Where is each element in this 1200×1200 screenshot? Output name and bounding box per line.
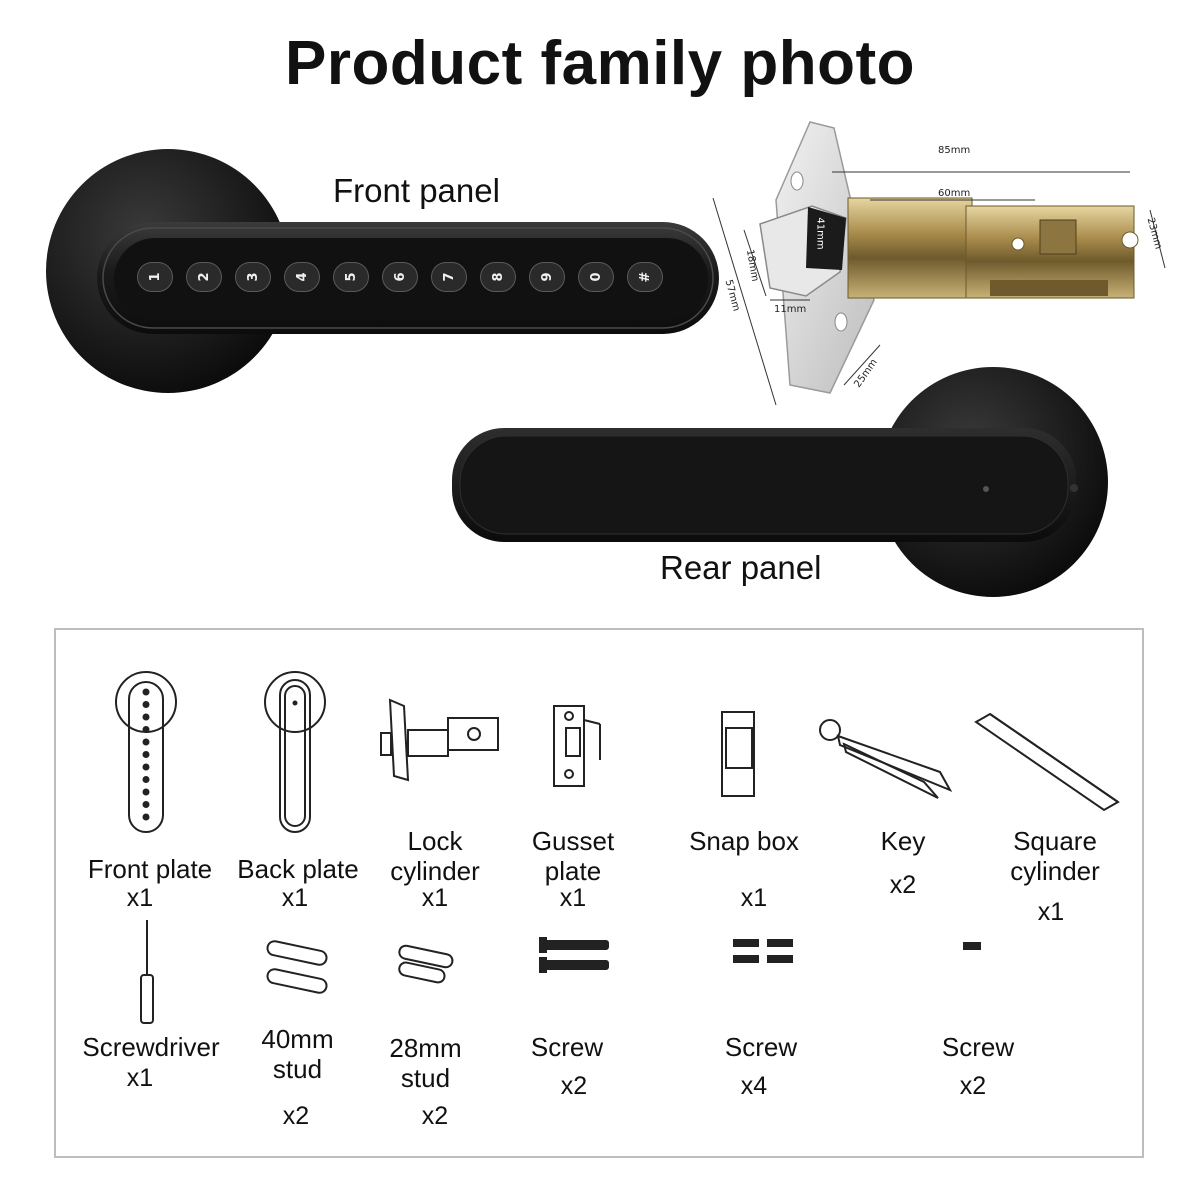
dim-11mm: 11mm <box>774 304 807 315</box>
keypad-key-1[interactable]: 1 <box>137 262 173 292</box>
item-qty-square-cylinder: x1 <box>1037 898 1065 926</box>
item-qty-front-plate: x1 <box>126 884 154 912</box>
item-label-28mm-stud: 28mm stud <box>389 1033 462 1093</box>
item-label-40mm-stud: 40mm stud <box>261 1024 334 1084</box>
item-label-gusset-plate: Gusset plate <box>531 826 615 886</box>
page-title: Product family photo <box>285 29 915 98</box>
dim-85mm: 85mm <box>938 145 971 156</box>
item-label-screw-long: Screw <box>530 1032 604 1062</box>
item-qty-screw-short: x4 <box>740 1072 768 1100</box>
item-label-screwdriver: Screwdriver <box>82 1032 220 1062</box>
item-label-lock-cylinder: Lock cylinder <box>390 826 480 886</box>
item-label-key: Key <box>880 826 926 856</box>
item-qty-snap-box: x1 <box>740 884 768 912</box>
keypad-key-0[interactable]: 0 <box>578 262 614 292</box>
item-qty-lock-cylinder: x1 <box>421 884 449 912</box>
item-qty-40mm-stud: x2 <box>282 1102 310 1130</box>
item-label-snap-box: Snap box <box>689 826 799 856</box>
item-qty-screw-long: x2 <box>560 1072 588 1100</box>
item-label-back-plate: Back plate <box>237 854 359 884</box>
keypad-key-9[interactable]: 9 <box>529 262 565 292</box>
item-qty-gusset-plate: x1 <box>559 884 587 912</box>
item-qty-28mm-stud: x2 <box>421 1102 449 1130</box>
keypad-key-7[interactable]: 7 <box>431 262 467 292</box>
front-panel-label: Front panel <box>333 172 500 209</box>
keypad-key-8[interactable]: 8 <box>480 262 516 292</box>
item-label-square-cylinder: Square cylinder <box>1010 826 1100 886</box>
keypad-key-2[interactable]: 2 <box>186 262 222 292</box>
item-qty-key: x2 <box>889 871 917 899</box>
keypad-key-3[interactable]: 3 <box>235 262 271 292</box>
dim-23mm: 23mm <box>1144 216 1164 251</box>
rear-panel-label: Rear panel <box>660 549 822 586</box>
item-label-screw-short: Screw <box>724 1032 798 1062</box>
keypad-key-6[interactable]: 6 <box>382 262 418 292</box>
keypad-key-5[interactable]: 5 <box>333 262 369 292</box>
dim-18mm: 18mm <box>743 248 761 283</box>
keypad-key-4[interactable]: 4 <box>284 262 320 292</box>
dim-57mm: 57mm <box>722 278 742 313</box>
item-qty-screwdriver: x1 <box>126 1064 154 1092</box>
keypad-key-hash[interactable]: # <box>627 262 663 292</box>
package-contents-box <box>54 628 1144 1158</box>
item-qty-back-plate: x1 <box>281 884 309 912</box>
item-label-screw-tiny: Screw <box>941 1032 1015 1062</box>
dim-41mm: 41mm <box>814 217 826 250</box>
item-qty-screw-tiny: x2 <box>959 1072 987 1100</box>
item-label-front-plate: Front plate <box>87 854 213 884</box>
dim-60mm: 60mm <box>938 188 971 199</box>
dim-25mm: 25mm <box>852 357 880 390</box>
